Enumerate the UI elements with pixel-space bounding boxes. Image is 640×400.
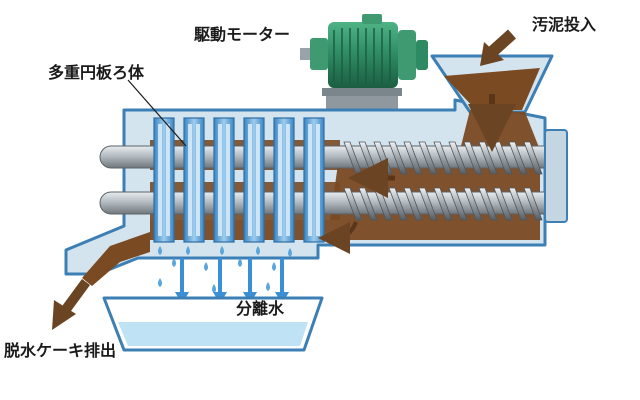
screw-flight [448,187,468,221]
arrow-icon [487,29,517,57]
screw-flight [433,141,453,175]
motor-shaft-end [300,48,310,60]
screw-flight [403,141,423,175]
droplet-icon [288,248,292,257]
hopper-sludge [444,68,540,110]
motor-fins [333,28,391,84]
multi-disc-leader [127,79,187,147]
multi-disc-label: 多重円板ろ体 [48,63,145,82]
screw-flight [388,187,408,221]
drive-motor [300,14,428,110]
filter-disc [303,117,325,243]
droplet-icon [158,246,162,255]
cake-discharge [82,232,150,286]
screw-flight [448,141,468,175]
droplet-icon [186,246,190,255]
droplet-icon [266,282,270,291]
droplet-icon [204,262,208,271]
arrow-icon [318,221,358,254]
sludge-input-label: 汚泥投入 [532,15,596,34]
motor-fan-cover [416,40,428,70]
screw-flight [418,141,438,175]
cake-discharge-arrow [52,279,91,330]
arrow-icon [52,300,76,330]
filter-disc [153,117,175,243]
screw-flight [388,141,408,175]
motor-terminal-box [362,14,382,24]
multi-disc-filter [153,117,325,243]
filter-disc [273,117,295,243]
droplet-icon [272,262,276,271]
drive-motor-label: 駆動モーター [194,25,290,44]
sludge-flow-arrows [318,94,516,254]
droplet-icon [256,246,260,255]
screw-flight [523,141,543,175]
filter-disc [243,117,265,243]
filter-disc [213,117,235,243]
screw-flight [508,187,528,221]
screw-flight [493,187,513,221]
screw-flight [463,187,483,221]
droplet-icon [212,284,216,293]
droplet-icon [220,246,224,255]
dewatered-cake-label: 脱水ケーキ排出 [4,341,116,360]
droplet-icon [158,278,162,287]
separated-water-pool [118,322,308,346]
motor-endcap-right [398,30,416,80]
filter-disc [183,117,205,243]
screw-flight [403,187,423,221]
motor-icon [328,22,398,88]
separated-water-arrows [175,258,289,304]
screw-flight [478,187,498,221]
water-droplets [158,246,292,293]
water-tray [102,296,324,352]
arrow-icon [59,279,91,315]
separated-water-label: 分離水 [236,299,285,318]
screw-flight [418,187,438,221]
motor-endcap-left [310,38,328,70]
motor-base [322,88,402,96]
droplet-icon [238,258,242,267]
screw-flight [433,187,453,221]
arrow-icon [480,42,504,66]
droplet-icon [172,258,176,267]
bearing-housing [544,129,568,223]
motor-mount [326,96,398,110]
screw-flight [523,187,543,221]
sludge-input-arrow [480,29,517,66]
